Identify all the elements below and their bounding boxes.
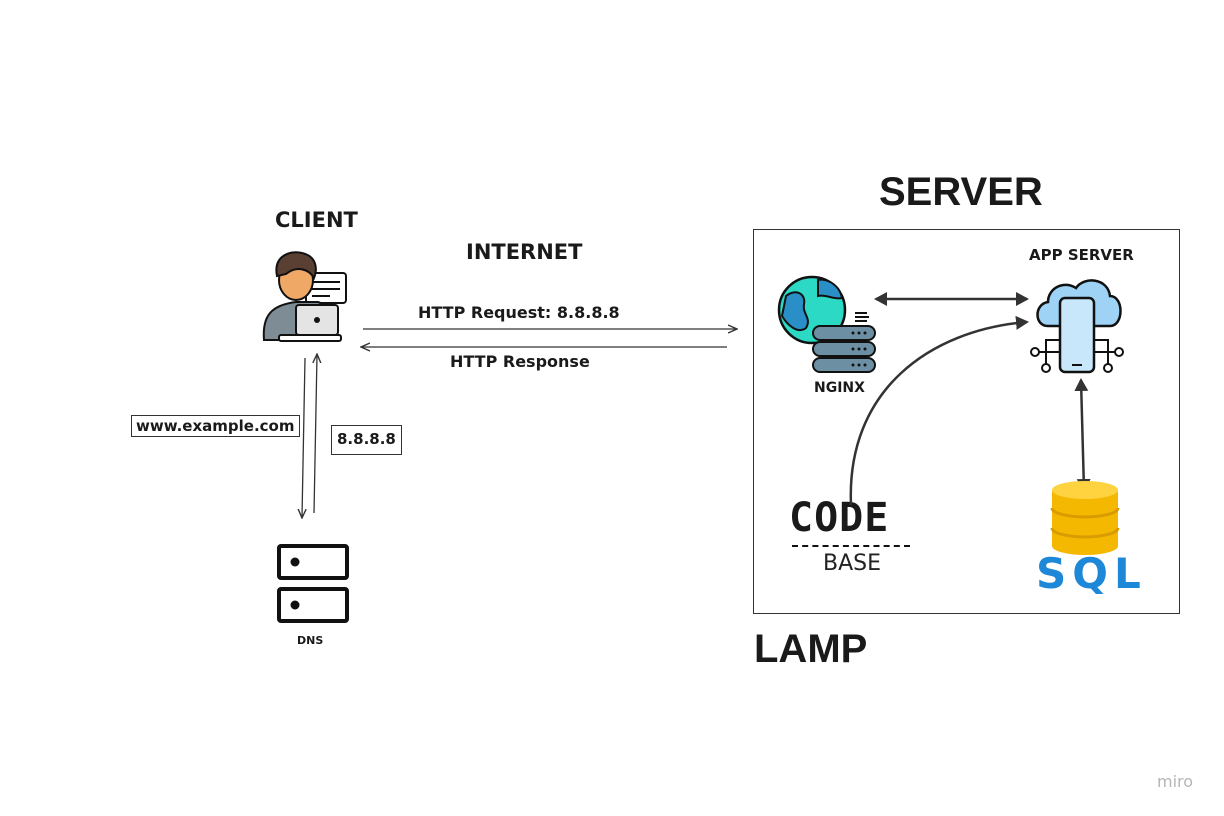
server-box <box>753 229 1180 614</box>
code-label: CODE <box>789 495 890 541</box>
sql-label: SQL <box>1036 549 1147 598</box>
lamp-title: LAMP <box>754 627 868 671</box>
dns-query-label: www.example.com <box>131 415 300 437</box>
base-label: BASE <box>823 551 882 576</box>
app-server-label: APP SERVER <box>1029 246 1134 264</box>
client-title: CLIENT <box>275 208 358 232</box>
dns-label: DNS <box>297 634 324 647</box>
http-response-label: HTTP Response <box>450 352 590 371</box>
cloud-phone-icon <box>1030 279 1124 374</box>
app-sql-arrow <box>1074 378 1091 492</box>
dns-server-icon <box>277 544 349 623</box>
globe-server-icon <box>777 275 876 373</box>
code-underline <box>792 545 910 547</box>
code-to-app-arrow <box>849 315 1029 506</box>
dns-query-arrow <box>302 357 305 517</box>
http-request-label: HTTP Request: 8.8.8.8 <box>418 303 620 322</box>
nginx-label: NGINX <box>814 380 865 396</box>
dns-answer-label: 8.8.8.8 <box>331 425 402 455</box>
miro-watermark: miro <box>1157 772 1194 791</box>
person-laptop-icon <box>262 251 347 342</box>
dns-answer-arrow <box>314 355 317 514</box>
database-icon <box>1050 481 1120 555</box>
internet-title: INTERNET <box>466 240 583 264</box>
server-title: SERVER <box>879 170 1043 214</box>
